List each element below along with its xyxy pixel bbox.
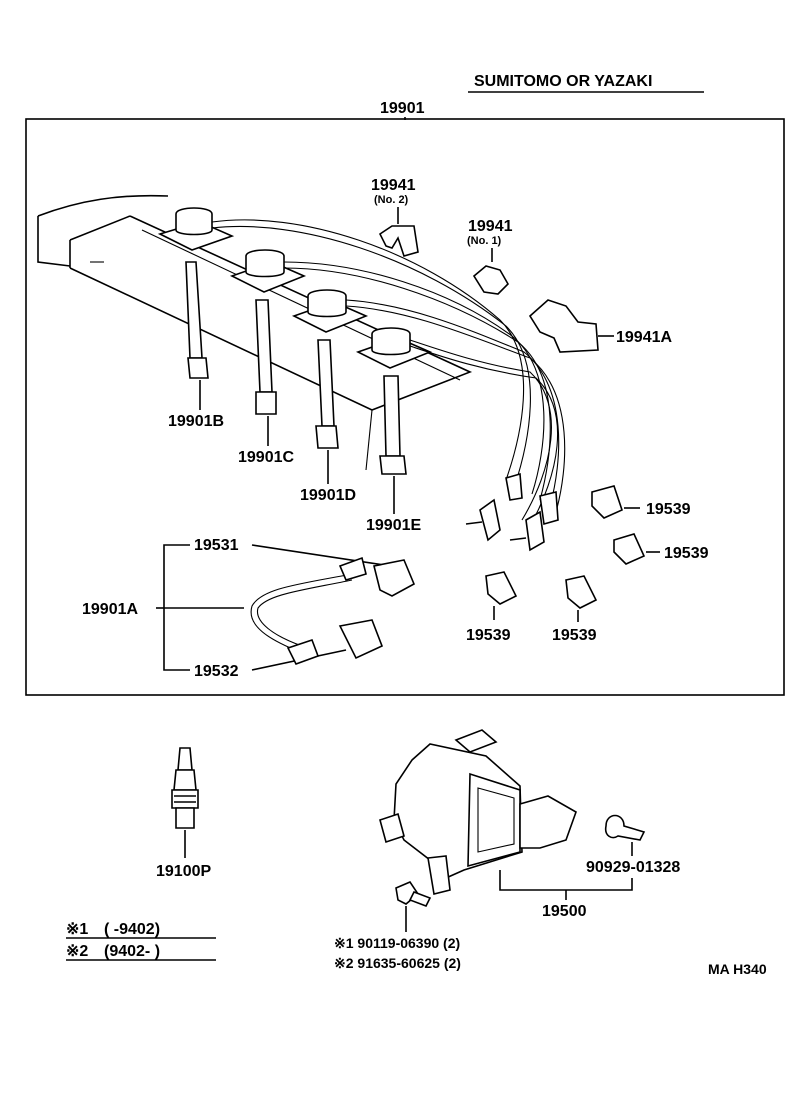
note-2-mark: ※2 <box>66 943 88 960</box>
coil-packs <box>157 207 433 369</box>
ignition-coil-part <box>379 729 577 895</box>
spark-plug-part <box>171 747 199 829</box>
clamp-a-part <box>528 299 599 353</box>
cap-532-label: 19532 <box>194 663 239 680</box>
assembly-number: 19901 <box>380 100 425 117</box>
clamp-no2-part <box>378 225 419 257</box>
cap-531-leader <box>251 544 385 566</box>
clamp-a-label: 19941A <box>616 329 672 346</box>
boot-4-label: 19539 <box>552 627 597 644</box>
cord-b-label: 19901B <box>168 413 224 430</box>
boot-4-part <box>565 575 598 609</box>
coil-cord-part <box>250 556 416 665</box>
clamp-no1-number: 19941 <box>468 218 513 235</box>
cord-d-label: 19901D <box>300 487 356 504</box>
spark-plug-cords <box>185 261 407 475</box>
note-1-mark: ※1 <box>66 921 88 938</box>
boot-3-label: 19539 <box>466 627 511 644</box>
cord-e-label: 19901E <box>366 517 421 534</box>
note-2-text: (9402- ) <box>104 943 160 960</box>
ignition-coil-label: 19500 <box>542 903 587 920</box>
bolt-1-part-number: ※1 90119-06390 (2) <box>334 935 460 951</box>
boot-2-label: 19539 <box>664 545 709 562</box>
boot-1-label: 19539 <box>646 501 691 518</box>
boot-3-part <box>485 571 518 605</box>
bolt-part <box>395 881 432 908</box>
boot-2-part <box>613 533 646 565</box>
spark-plug-label: 19100P <box>156 863 211 880</box>
clamp-no1-sub: (No. 1) <box>467 235 502 247</box>
clamp-no2-sub: (No. 2) <box>374 194 409 206</box>
coil-cord-label: 19901A <box>82 601 138 618</box>
clamp-no1-part <box>472 265 509 295</box>
supplier-label: SUMITOMO OR YAZAKI <box>474 73 652 90</box>
assembly-box <box>25 118 785 696</box>
bolt-2-part-number: ※2 91635-60625 (2) <box>334 955 461 971</box>
boot-1-part <box>591 485 623 519</box>
cord-harness <box>211 219 566 527</box>
cord-c-label: 19901C <box>238 449 294 466</box>
note-1-text: ( -9402) <box>104 921 160 938</box>
coil-clamp-part <box>604 814 646 841</box>
clamp-no2-number: 19941 <box>371 177 416 194</box>
cord-terminals <box>465 472 559 552</box>
diagram-code: MA H340 <box>708 961 767 977</box>
coil-clamp-label: 90929-01328 <box>586 859 680 876</box>
cap-531-label: 19531 <box>194 537 239 554</box>
